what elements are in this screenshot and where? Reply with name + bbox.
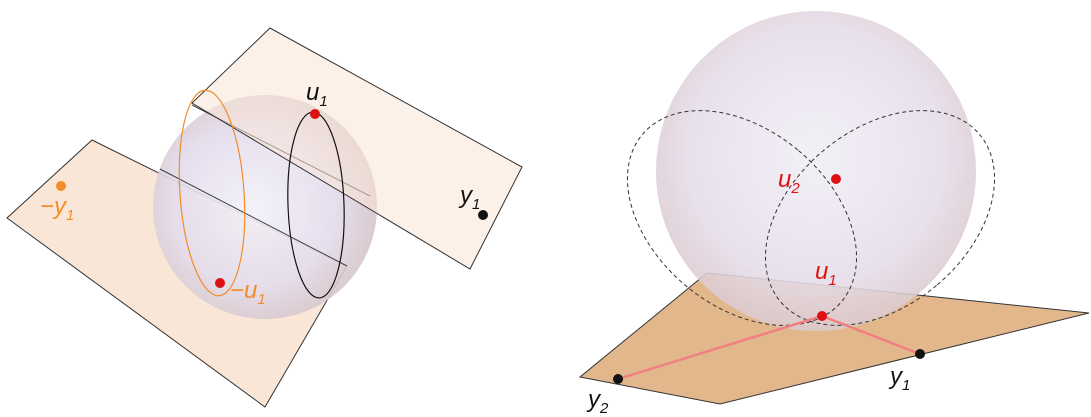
left-figure: u1 −u1 y1 −y1 (6, 27, 523, 408)
left-orange-circle (178, 89, 246, 297)
right-point-u2 (831, 174, 841, 184)
left-label-y1: y1 (458, 182, 480, 213)
left-point-u1 (310, 109, 320, 119)
right-figure: u2 u1 y1 y2 (578, 11, 1090, 417)
right-dashed-circle-left (626, 110, 858, 326)
right-label-y1: y1 (888, 363, 910, 394)
left-label-neg-y1: −y1 (40, 193, 74, 224)
right-segment-y2 (617, 314, 823, 381)
right-segment-y1 (821, 314, 921, 356)
left-point-neg-u1 (215, 278, 225, 288)
left-plane-edge (159, 168, 348, 267)
right-label-y2: y2 (586, 386, 609, 417)
right-point-u1 (817, 311, 827, 321)
right-plane (578, 272, 1090, 405)
right-point-y1 (915, 349, 925, 359)
left-label-u1: u1 (306, 79, 328, 110)
left-point-y1 (478, 210, 488, 220)
right-label-u1: u1 (815, 258, 837, 289)
right-point-y2 (613, 374, 623, 384)
right-label-u2: u2 (778, 166, 800, 197)
left-label-neg-u1: −u1 (230, 277, 266, 308)
left-plane-upper (191, 27, 523, 270)
right-sphere (656, 11, 976, 331)
left-point-neg-y1 (56, 181, 66, 191)
